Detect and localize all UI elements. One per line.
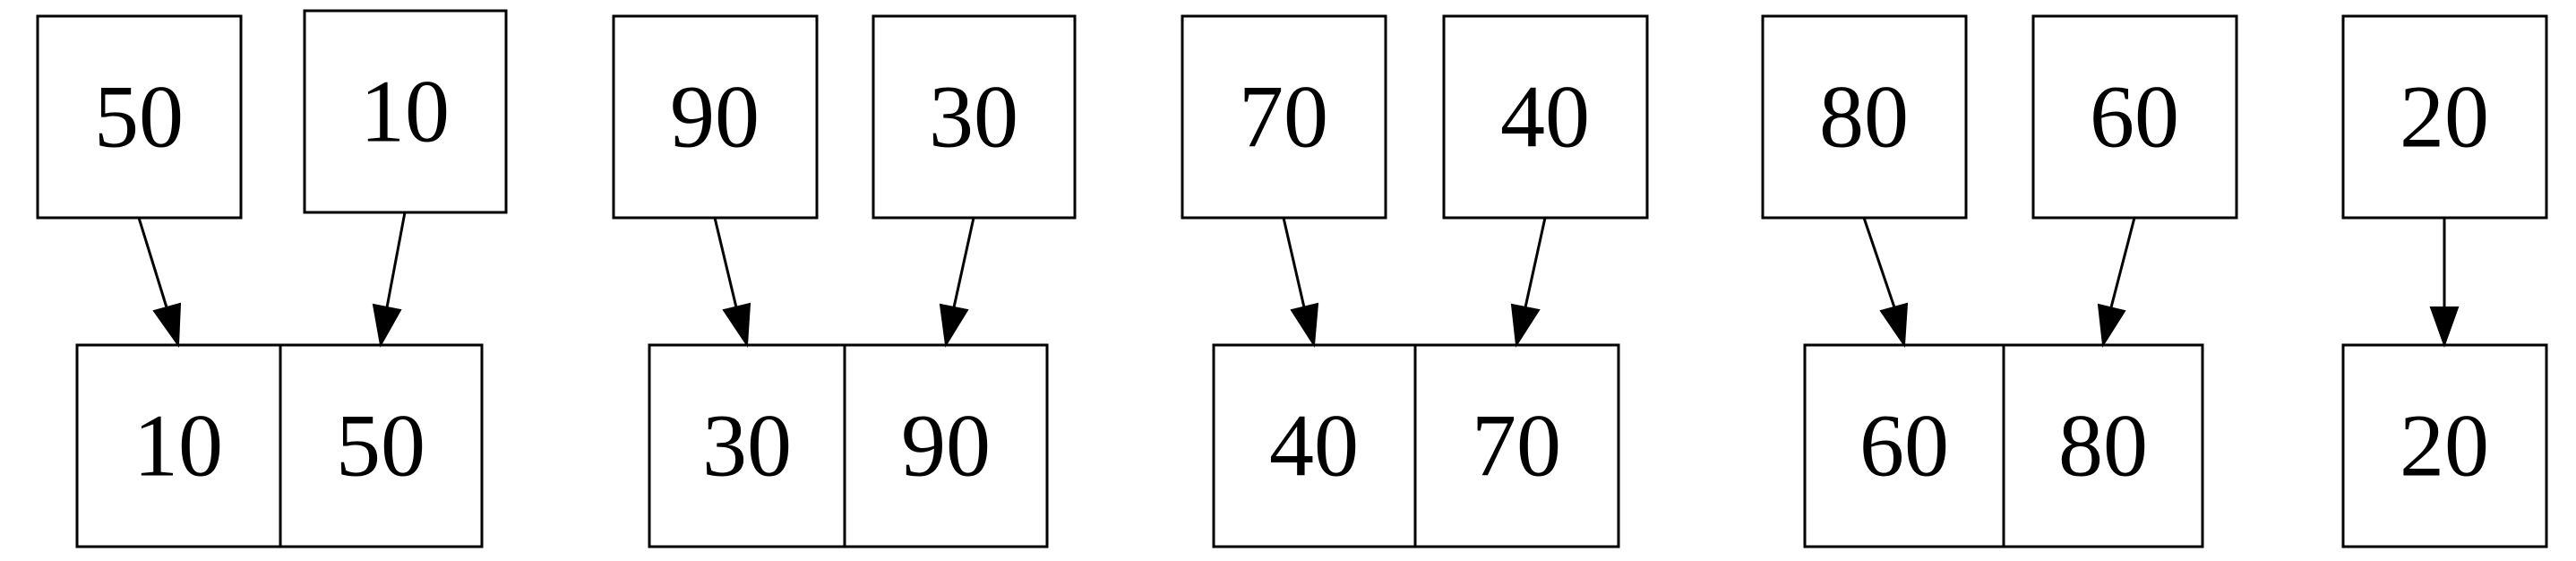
input-box-2-1 [612,14,819,220]
output-cell-5-1 [2341,343,2548,548]
input-value-1-1: 50 [94,67,184,167]
arrowhead-2-1 [722,302,751,349]
arrowhead-5-1 [2429,306,2460,348]
output-value-5-1: 20 [2400,396,2489,496]
group-2: 90 30 30 90 [612,14,1077,548]
output-value-3-2: 70 [1472,396,1561,496]
input-box-3-2 [1442,14,1649,220]
input-box-5-1 [2341,14,2548,220]
arrowhead-3-1 [1290,302,1319,349]
arrowhead-1-1 [152,302,182,348]
group-1: 50 10 10 50 [36,9,508,548]
input-value-5-1: 20 [2400,67,2489,167]
arrow-line-1-1 [137,217,168,308]
arrow-line-4-1 [1862,217,1896,308]
output-cell-2-2 [843,343,1049,548]
input-value-2-1: 90 [670,67,760,167]
arrowhead-4-2 [2097,303,2126,348]
output-value-4-2: 80 [2058,396,2148,496]
output-cell-3-2 [1413,343,1620,548]
arrow-line-2-2 [952,217,975,308]
output-value-4-1: 60 [1859,396,1949,496]
arrowhead-2-2 [939,303,969,348]
arrow-line-3-2 [1524,217,1547,308]
output-value-2-2: 90 [901,396,991,496]
input-box-2-2 [872,14,1077,220]
input-value-4-1: 80 [1819,67,1909,167]
input-box-1-2 [303,9,508,214]
input-value-3-2: 40 [1500,67,1590,167]
input-value-4-2: 60 [2090,67,2179,167]
output-value-1-2: 50 [336,396,425,496]
input-value-1-2: 10 [360,62,450,161]
input-box-4-2 [2031,14,2238,220]
arrowhead-4-1 [1879,302,1909,348]
output-value-1-1: 10 [133,396,223,496]
output-value-2-1: 30 [702,396,792,496]
input-value-2-2: 30 [929,67,1018,167]
output-cell-1-2 [279,343,484,548]
input-value-3-1: 70 [1239,67,1328,167]
arrow-line-1-2 [385,211,407,308]
group-4: 80 60 60 80 [1761,14,2238,548]
input-box-4-1 [1761,14,1968,220]
output-cell-2-1 [648,343,846,548]
arrowhead-3-2 [1510,303,1541,348]
arrow-line-2-1 [713,217,738,308]
arrow-line-3-1 [1282,217,1306,308]
arrow-line-4-2 [2109,217,2136,308]
output-value-3-1: 40 [1269,396,1359,496]
arrowhead-1-2 [372,303,402,348]
group-3: 70 40 40 70 [1181,14,1649,548]
output-cell-4-2 [2002,343,2204,548]
input-box-1-1 [36,14,243,220]
group-5: 20 20 [2341,14,2548,548]
